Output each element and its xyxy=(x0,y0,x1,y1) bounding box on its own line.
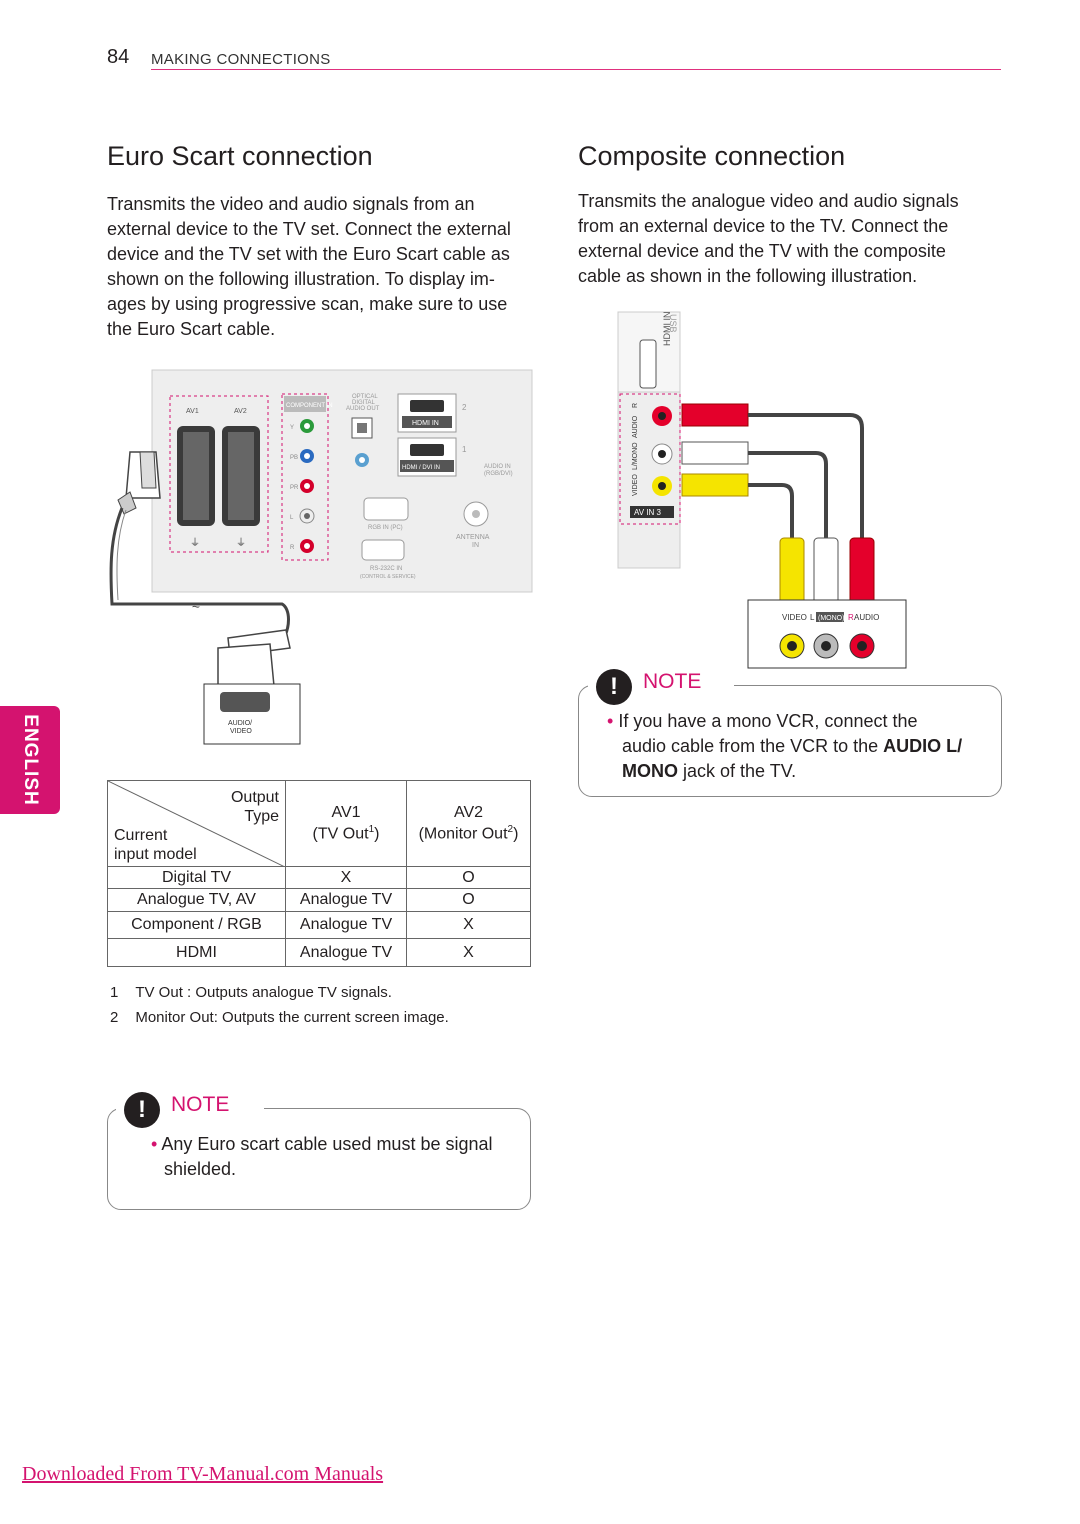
svg-text:HDMI IN: HDMI IN xyxy=(412,420,439,427)
svg-text:AUDIO IN: AUDIO IN xyxy=(484,464,511,470)
svg-text:⏚: ⏚ xyxy=(236,537,246,549)
composite-text: Transmits the analogue video and audio s… xyxy=(578,191,959,286)
svg-text:(CONTROL & SERVICE): (CONTROL & SERVICE) xyxy=(360,574,416,580)
svg-text:(RGB/DVI): (RGB/DVI) xyxy=(484,471,513,477)
svg-text:DIGITAL: DIGITAL xyxy=(352,400,376,406)
svg-text:VIDEO: VIDEO xyxy=(632,474,639,496)
page-number: 84 xyxy=(107,46,130,68)
svg-text:L/MONO: L/MONO xyxy=(632,442,639,470)
scart-plug-bottom xyxy=(217,629,291,689)
svg-text:USB: USB xyxy=(668,314,678,333)
svg-text:IN: IN xyxy=(472,542,479,549)
note-box-right: • If you have a mono VCR, connect the au… xyxy=(578,685,1002,797)
scart-port-av1 xyxy=(177,426,215,526)
scart-port-av2 xyxy=(222,426,260,526)
note-icon: ! xyxy=(596,669,632,705)
col-av2: AV2(Monitor Out2) xyxy=(406,780,531,867)
note-box-left: • Any Euro scart cable used must be sign… xyxy=(107,1108,531,1210)
svg-text:AV IN 3: AV IN 3 xyxy=(634,508,662,517)
section-title: MAKING CONNECTIONS xyxy=(151,51,331,68)
svg-text:AV2: AV2 xyxy=(234,408,247,415)
svg-text:HDMI / DVI IN: HDMI / DVI IN xyxy=(402,465,440,471)
svg-text:PR: PR xyxy=(290,485,299,491)
composite-illustration: USB HDMI IN 3 VIDEO L/MONO AUDIO R AV IN… xyxy=(617,310,907,669)
download-link[interactable]: Downloaded From TV-Manual.com Manuals xyxy=(22,1463,384,1485)
svg-text:⏚: ⏚ xyxy=(190,537,200,549)
note-title: NOTE xyxy=(643,670,702,693)
svg-text:R: R xyxy=(632,403,639,408)
svg-text:VIDEO: VIDEO xyxy=(782,613,807,622)
euro-scart-illustration: AV1 AV2 ⏚ ⏚ COMPONENT IN Y PB PR L R OPT… xyxy=(109,369,533,745)
svg-text:AV1: AV1 xyxy=(186,408,199,415)
svg-text:2: 2 xyxy=(462,403,467,412)
svg-text:≈: ≈ xyxy=(192,597,200,613)
svg-text:1: 1 xyxy=(462,445,467,454)
svg-text:R: R xyxy=(848,613,854,622)
composite-heading: Composite connection xyxy=(578,141,846,171)
external-device: AUDIO/ VIDEO xyxy=(203,683,301,745)
svg-text:AUDIO: AUDIO xyxy=(854,613,879,622)
note-title: NOTE xyxy=(171,1093,230,1116)
svg-text:AUDIO OUT: AUDIO OUT xyxy=(346,406,380,412)
euro-scart-heading: Euro Scart connection xyxy=(107,141,373,171)
svg-text:RGB IN (PC): RGB IN (PC) xyxy=(368,525,403,531)
svg-text:RS-232C IN: RS-232C IN xyxy=(370,566,402,572)
svg-text:ANTENNA: ANTENNA xyxy=(456,534,490,541)
header-rule xyxy=(151,69,1001,70)
note-icon: ! xyxy=(124,1092,160,1128)
col-av1: AV1(TV Out1) xyxy=(285,780,407,867)
svg-text:Y: Y xyxy=(290,425,294,431)
euro-scart-text: Transmits the video and audio signals fr… xyxy=(107,194,511,339)
svg-text:AUDIO/: AUDIO/ xyxy=(228,720,252,727)
language-tab: ENGLISH xyxy=(0,706,60,814)
svg-text:L: L xyxy=(290,515,294,521)
svg-text:(MONO): (MONO) xyxy=(818,615,844,622)
svg-text:L: L xyxy=(810,613,815,622)
svg-text:PB: PB xyxy=(290,455,298,461)
svg-text:COMPONENT IN: COMPONENT IN xyxy=(286,403,333,409)
svg-text:R: R xyxy=(290,545,295,551)
svg-text:VIDEO: VIDEO xyxy=(230,728,252,735)
scart-plug-top xyxy=(117,451,161,515)
svg-text:OPTICAL: OPTICAL xyxy=(352,394,378,400)
svg-text:HDMI IN 3: HDMI IN 3 xyxy=(662,310,672,346)
svg-text:AUDIO: AUDIO xyxy=(632,415,639,438)
